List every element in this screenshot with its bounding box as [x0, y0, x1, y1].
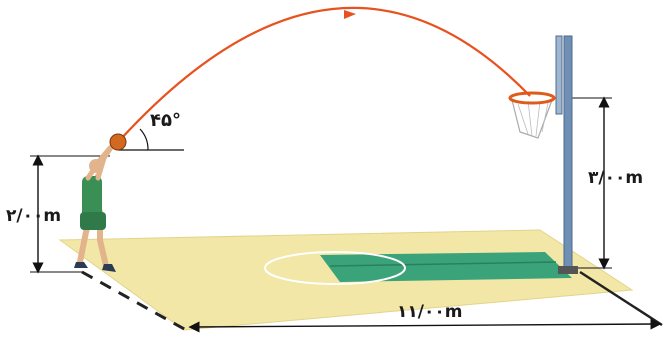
hoop-net: [511, 99, 553, 139]
launch-angle-label: ۴۵°: [150, 110, 181, 131]
hoop-height-label: ۳/۰۰m: [588, 168, 644, 188]
angle-arc: [139, 128, 149, 151]
basket-pole: [563, 35, 573, 273]
distance-dimension-line: [188, 318, 662, 333]
hoop-rim: [508, 91, 556, 105]
release-height-label: ۲/۰۰m: [6, 206, 62, 226]
basketball-player: [74, 143, 116, 272]
horizontal-distance-label: ۱۱/۰۰m: [397, 302, 463, 322]
trajectory-arrow: [344, 10, 356, 19]
paint-line: [329, 261, 557, 267]
paint-area: [320, 252, 572, 282]
basketball: [109, 133, 127, 151]
court-edge-solid: [579, 270, 663, 327]
free-throw-circle: [264, 251, 406, 285]
pole-base: [558, 266, 578, 274]
ball-trajectory: [119, 6, 531, 141]
backboard-edge: [555, 35, 563, 115]
